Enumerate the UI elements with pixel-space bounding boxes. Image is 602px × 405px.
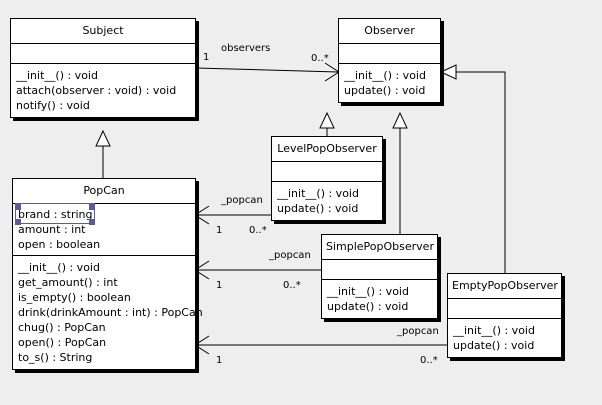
association-multiplicity-target: 0..* — [283, 280, 301, 291]
association-label-popcan-level: _popcan — [221, 195, 263, 206]
association-label-observers: observers — [221, 43, 271, 54]
operation-row: update() : void — [344, 84, 426, 97]
class-name-simple-pop-observer: SimplePopObserver — [322, 235, 437, 260]
operation-row: chug() : PopCan — [18, 321, 106, 334]
operation-row: __init__() : void — [453, 324, 535, 337]
association-subject-observers — [195, 62, 340, 82]
generalization-level-observer — [319, 111, 335, 136]
association-multiplicity-source: 1 — [216, 355, 223, 366]
attribute-row: amount : int — [18, 223, 86, 236]
class-attributes-popcan: brand : string amount : int open : boole… — [13, 203, 195, 256]
class-operations-empty-pop-observer: __init__() : void update() : void — [448, 319, 561, 357]
selection-handle-top-left[interactable] — [15, 204, 21, 210]
class-name-level-pop-observer: LevelPopObserver — [272, 137, 382, 162]
operation-row: attach(observer : void) : void — [16, 84, 177, 97]
class-name-subject: Subject — [11, 19, 195, 44]
association-empty-popcan — [194, 335, 447, 355]
class-box-simple-pop-observer[interactable]: SimplePopObserver __init__() : void upda… — [321, 234, 438, 319]
class-name-popcan: PopCan — [13, 179, 195, 204]
association-label-popcan-simple: _popcan — [269, 250, 311, 261]
operation-row: to_s() : String — [18, 351, 93, 364]
generalization-simple-observer — [392, 111, 408, 234]
operation-row: drink(drinkAmount : int) : PopCan — [18, 306, 203, 319]
class-operations-subject: __init__() : void attach(observer : void… — [11, 64, 195, 117]
class-attributes-subject — [11, 44, 195, 64]
operation-row: __init__() : void — [344, 69, 426, 82]
association-label-popcan-empty: _popcan — [397, 326, 439, 337]
operation-row: update() : void — [327, 300, 409, 313]
association-multiplicity-target: 0..* — [249, 225, 267, 236]
association-multiplicity-source: 1 — [203, 52, 210, 63]
operation-row: __init__() : void — [16, 69, 98, 82]
class-box-popcan[interactable]: PopCan brand : string amount : int open … — [12, 178, 203, 370]
selection-handle-bottom-right[interactable] — [89, 219, 96, 225]
operation-row: is_empty() : boolean — [18, 291, 131, 304]
class-box-level-pop-observer[interactable]: LevelPopObserver __init__() : void updat… — [271, 136, 383, 221]
selection-handle-bottom-left[interactable] — [15, 219, 21, 225]
class-operations-popcan: __init__() : void get_amount() : int is_… — [13, 256, 203, 369]
attribute-row-selected[interactable]: brand : string — [15, 203, 191, 225]
operation-row: __init__() : void — [18, 261, 100, 274]
class-operations-level-pop-observer: __init__() : void update() : void — [272, 182, 382, 220]
attribute-row: open : boolean — [18, 238, 101, 251]
class-operations-simple-pop-observer: __init__() : void update() : void — [322, 280, 437, 318]
association-multiplicity-target: 0..* — [420, 355, 438, 366]
association-multiplicity-target: 0..* — [311, 53, 329, 64]
class-operations-observer: __init__() : void update() : void — [339, 64, 440, 102]
operation-row: __init__() : void — [327, 285, 409, 298]
class-name-observer: Observer — [339, 19, 440, 44]
selection-handle-top-right[interactable] — [89, 204, 96, 210]
class-attributes-observer — [339, 44, 440, 64]
association-level-popcan — [194, 205, 271, 225]
generalization-popcan-subject — [95, 129, 111, 178]
class-attributes-simple-pop-observer — [322, 260, 437, 280]
operation-row: update() : void — [453, 339, 535, 352]
class-box-observer[interactable]: Observer __init__() : void update() : vo… — [338, 18, 441, 103]
operation-row: update() : void — [277, 202, 359, 215]
association-multiplicity-source: 1 — [216, 225, 223, 236]
class-box-subject[interactable]: Subject __init__() : void attach(observe… — [10, 18, 196, 118]
association-simple-popcan — [194, 260, 321, 280]
attribute-label: brand : string — [18, 208, 93, 221]
association-multiplicity-source: 1 — [216, 280, 223, 291]
class-box-empty-pop-observer[interactable]: EmptyPopObserver __init__() : void updat… — [447, 273, 562, 358]
operation-row: get_amount() : int — [18, 276, 118, 289]
class-attributes-level-pop-observer — [272, 162, 382, 182]
generalization-empty-observer — [439, 64, 506, 273]
operation-row: __init__() : void — [277, 187, 359, 200]
class-attributes-empty-pop-observer — [448, 299, 561, 319]
class-name-empty-pop-observer: EmptyPopObserver — [448, 274, 561, 299]
operation-row: open() : PopCan — [18, 336, 107, 349]
operation-row: notify() : void — [16, 99, 90, 112]
